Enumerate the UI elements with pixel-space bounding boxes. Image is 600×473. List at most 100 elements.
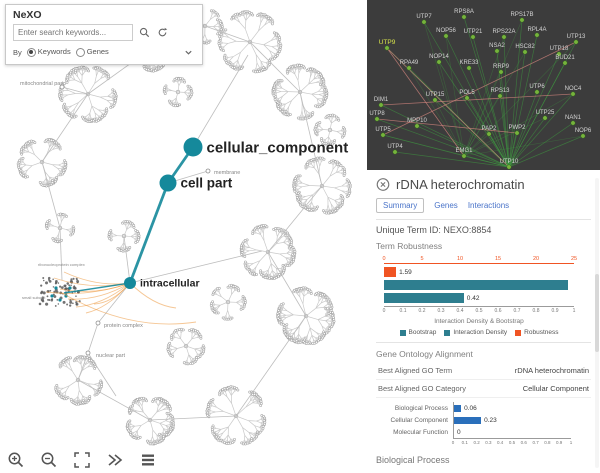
- gene-node[interactable]: [573, 39, 579, 45]
- interaction-network-canvas[interactable]: UTP7 RPS8A RPS17B UTP9 NOP56 UTP21 RPS22A RPL4A…: [367, 0, 600, 170]
- overview-icon[interactable]: [105, 450, 125, 470]
- layers-icon[interactable]: [138, 450, 158, 470]
- gene-node[interactable]: [494, 48, 500, 54]
- scrollbar[interactable]: [595, 178, 599, 468]
- tab-interactions[interactable]: Interactions: [467, 201, 510, 210]
- gene-node[interactable]: [506, 164, 512, 170]
- close-icon[interactable]: [376, 178, 390, 192]
- gene-node[interactable]: [498, 69, 504, 75]
- radio-keywords-circle[interactable]: [26, 47, 36, 57]
- gene-label[interactable]: UTP13: [567, 34, 586, 40]
- tab-genes[interactable]: Genes: [434, 201, 458, 210]
- gene-node[interactable]: [421, 19, 427, 25]
- gene-label[interactable]: EMG1: [455, 148, 473, 154]
- gene-node[interactable]: [580, 133, 586, 139]
- tree-small-label[interactable]: protein complex: [104, 323, 143, 329]
- gene-node[interactable]: [414, 123, 420, 129]
- gene-node[interactable]: [570, 120, 576, 126]
- term-node-label[interactable]: cell part: [181, 176, 233, 191]
- gene-label[interactable]: RPS22A: [492, 29, 515, 35]
- refresh-icon[interactable]: [155, 26, 169, 40]
- gene-label[interactable]: UTP4: [387, 144, 403, 150]
- gene-node[interactable]: [542, 115, 548, 121]
- gene-node[interactable]: [534, 89, 540, 95]
- search-icon[interactable]: [137, 26, 151, 40]
- gene-node[interactable]: [514, 130, 520, 136]
- tree-small-label[interactable]: mitochondrial part: [20, 81, 64, 87]
- gene-label[interactable]: RPS8A: [454, 9, 474, 15]
- gene-label[interactable]: NOP14: [429, 54, 449, 60]
- tab-summary[interactable]: Summary: [376, 198, 425, 213]
- gene-label[interactable]: UTP18: [550, 46, 569, 52]
- gene-label[interactable]: UTP8: [369, 111, 385, 117]
- gene-label[interactable]: MPP10: [407, 118, 427, 124]
- gene-label[interactable]: POL5: [459, 90, 475, 96]
- gene-label[interactable]: NOP56: [436, 28, 456, 34]
- gene-label[interactable]: HSC82: [515, 44, 535, 50]
- term-node[interactable]: [183, 137, 203, 157]
- gene-label[interactable]: UTP15: [426, 92, 445, 98]
- gene-label[interactable]: PAP2: [482, 126, 498, 132]
- gene-label[interactable]: RPS17B: [510, 12, 533, 18]
- gene-label[interactable]: NSA2: [489, 43, 505, 49]
- gene-node[interactable]: [466, 65, 472, 71]
- gene-node[interactable]: [384, 45, 390, 51]
- gene-node[interactable]: [378, 102, 384, 108]
- gene-label[interactable]: NAN1: [565, 115, 582, 121]
- gene-node[interactable]: [497, 93, 503, 99]
- tree-small-label[interactable]: ribonucleoprotein complex: [38, 262, 85, 267]
- radio-keywords[interactable]: Keywords: [26, 47, 71, 57]
- gene-label[interactable]: RPL4A: [527, 27, 546, 33]
- gene-label[interactable]: RPS13: [490, 88, 510, 94]
- gene-label[interactable]: UTP21: [464, 29, 483, 35]
- gene-node[interactable]: [432, 97, 438, 103]
- gene-label[interactable]: RRP9: [493, 64, 510, 70]
- gene-label[interactable]: BUD21: [555, 55, 575, 61]
- radio-genes-circle[interactable]: [75, 47, 85, 57]
- term-node[interactable]: [124, 277, 136, 289]
- gene-node[interactable]: [486, 131, 492, 137]
- term-node-label[interactable]: cellular_component: [207, 139, 349, 156]
- gene-node[interactable]: [470, 34, 476, 40]
- term-node-label[interactable]: intracellular: [140, 278, 200, 290]
- gene-label[interactable]: UTP9: [379, 39, 396, 46]
- gene-label[interactable]: KRE33: [459, 60, 479, 66]
- gene-label[interactable]: NOP6: [575, 128, 592, 134]
- gene-node[interactable]: [461, 153, 467, 159]
- gene-node[interactable]: [562, 60, 568, 66]
- search-input[interactable]: [13, 24, 133, 41]
- gene-label[interactable]: NOC4: [565, 86, 582, 92]
- gene-node[interactable]: [374, 116, 380, 122]
- tree-small-label[interactable]: small subunit: [22, 295, 46, 300]
- gene-node[interactable]: [436, 59, 442, 65]
- gene-label[interactable]: UTP6: [529, 84, 545, 90]
- gene-label[interactable]: PWP2: [508, 125, 526, 131]
- gene-node[interactable]: [522, 49, 528, 55]
- gene-label[interactable]: RPA49: [400, 60, 419, 66]
- gene-label[interactable]: UTP10: [500, 159, 519, 165]
- gene-node[interactable]: [392, 149, 398, 155]
- gene-node[interactable]: [570, 91, 576, 97]
- scrollbar-thumb[interactable]: [595, 274, 599, 352]
- gene-label[interactable]: UTP7: [416, 14, 432, 20]
- gene-node[interactable]: [519, 17, 525, 23]
- gene-node[interactable]: [556, 51, 562, 57]
- gene-label[interactable]: UTP5: [375, 127, 391, 133]
- gene-node[interactable]: [461, 14, 467, 20]
- gene-node[interactable]: [380, 132, 386, 138]
- fit-to-screen-icon[interactable]: [72, 450, 92, 470]
- zoom-out-icon[interactable]: [39, 450, 59, 470]
- gene-label[interactable]: UTP25: [536, 110, 555, 116]
- gene-node[interactable]: [534, 32, 540, 38]
- gene-label[interactable]: DIM1: [374, 97, 389, 103]
- zoom-in-icon[interactable]: [6, 450, 26, 470]
- gene-node[interactable]: [501, 34, 507, 40]
- gene-node[interactable]: [443, 33, 449, 39]
- gene-node[interactable]: [464, 95, 470, 101]
- tree-small-label[interactable]: membrane: [214, 170, 240, 176]
- chevron-down-icon[interactable]: [181, 45, 195, 59]
- tree-small-label[interactable]: nuclear part: [96, 353, 126, 359]
- term-node[interactable]: [159, 174, 177, 192]
- gene-node[interactable]: [406, 65, 412, 71]
